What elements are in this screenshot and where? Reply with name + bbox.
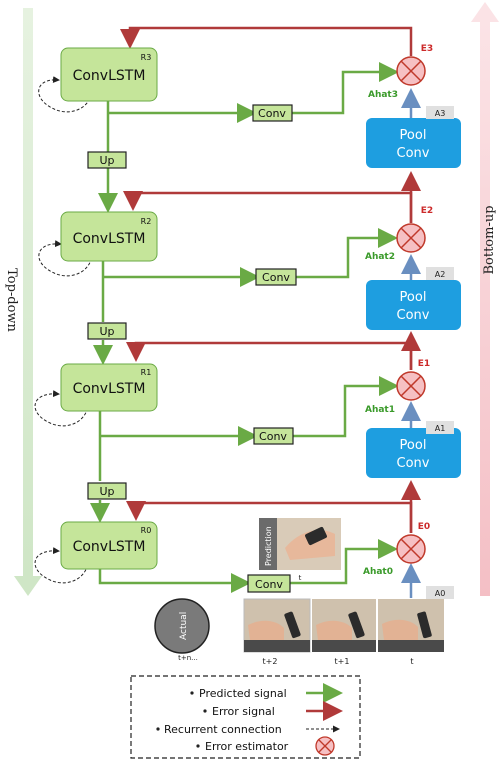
green-lines xyxy=(90,62,399,593)
pool-conv-box-a2: Pool Conv xyxy=(366,280,461,330)
legend-error: Error signal xyxy=(203,701,343,721)
bottom-up-label: Bottom-up xyxy=(482,205,497,274)
error-estimator-icon xyxy=(396,371,426,401)
svg-text:Conv: Conv xyxy=(258,107,286,120)
svg-text:Conv: Conv xyxy=(397,308,430,323)
svg-text:Conv: Conv xyxy=(255,578,283,591)
pool-conv-box-a3: Pool Conv xyxy=(366,118,461,168)
svg-text:Predicted signal: Predicted signal xyxy=(199,687,287,700)
conv-box: Conv xyxy=(252,104,293,122)
up-box: Up xyxy=(87,482,127,500)
error-estimator-icon xyxy=(396,223,426,253)
conv-box: Conv xyxy=(255,268,297,286)
up-box: Up xyxy=(87,322,127,340)
prediction-image: Prediction t xyxy=(259,518,341,582)
frame-t-plus-2 xyxy=(243,598,311,653)
svg-text:A0: A0 xyxy=(435,589,446,598)
legend-recurrent: Recurrent connection xyxy=(156,723,340,736)
convlstm-tag: R1 xyxy=(141,368,152,377)
convlstm-box-r1: ConvLSTM R1 xyxy=(60,363,158,412)
svg-text:A3: A3 xyxy=(435,109,446,118)
convlstm-tag: R2 xyxy=(141,217,152,226)
svg-text:E1: E1 xyxy=(418,359,430,369)
recurrent-loops xyxy=(34,76,93,584)
convlstm-tag: R3 xyxy=(141,53,152,62)
svg-text:Conv: Conv xyxy=(259,430,287,443)
error-labels: E3 E2 E1 E0 xyxy=(418,44,433,532)
svg-text:Ahat0: Ahat0 xyxy=(363,567,393,577)
actual-ellipse: Actual t+n... xyxy=(154,598,210,662)
frame-label: t+1 xyxy=(335,657,350,666)
convlstm-box-r3: ConvLSTM R3 xyxy=(60,47,158,102)
svg-text:Pool: Pool xyxy=(400,438,427,453)
convlstm-tag: R0 xyxy=(141,526,152,535)
convlstm-label: ConvLSTM xyxy=(73,539,146,555)
conv-box: Conv xyxy=(253,427,294,445)
svg-text:Ahat3: Ahat3 xyxy=(368,90,398,100)
svg-text:Conv: Conv xyxy=(262,271,290,284)
svg-text:Pool: Pool xyxy=(400,128,427,143)
up-box: Up xyxy=(87,151,127,169)
convlstm-box-r0: ConvLSTM R0 xyxy=(60,521,158,570)
svg-text:Ahat1: Ahat1 xyxy=(365,405,395,415)
frame-strip: t+2 t+1 t xyxy=(243,598,444,666)
convlstm-label: ConvLSTM xyxy=(73,231,146,247)
frame-label: t xyxy=(410,657,413,666)
frame-label: t+2 xyxy=(263,657,278,666)
svg-text:Conv: Conv xyxy=(397,456,430,471)
svg-text:Prediction: Prediction xyxy=(264,526,273,566)
svg-text:Up: Up xyxy=(99,485,114,498)
pool-conv-box-a1: Pool Conv xyxy=(366,428,461,478)
svg-text:Pool: Pool xyxy=(400,290,427,305)
svg-text:Recurrent connection: Recurrent connection xyxy=(164,723,282,736)
svg-text:A1: A1 xyxy=(435,424,446,433)
top-down-arrow xyxy=(14,8,42,596)
svg-text:Conv: Conv xyxy=(397,146,430,161)
error-estimator-icon xyxy=(315,736,335,756)
svg-text:t+n...: t+n... xyxy=(178,654,198,662)
svg-text:Up: Up xyxy=(99,325,114,338)
top-down-label: Top-down xyxy=(4,268,19,332)
conv-box: Conv xyxy=(247,574,291,593)
svg-text:E0: E0 xyxy=(418,522,430,532)
svg-text:Error estimator: Error estimator xyxy=(205,740,289,753)
svg-text:Error signal: Error signal xyxy=(212,705,275,718)
convlstm-label: ConvLSTM xyxy=(73,68,146,84)
error-estimator-icon xyxy=(396,534,426,564)
svg-text:Actual: Actual xyxy=(179,612,189,640)
convlstm-box-r2: ConvLSTM R2 xyxy=(60,211,158,262)
a-tags: A3 A2 A1 A0 xyxy=(426,106,454,599)
convlstm-label: ConvLSTM xyxy=(73,381,146,397)
legend-predicted: Predicted signal xyxy=(190,683,343,703)
ahat-labels: Ahat3 Ahat2 Ahat1 Ahat0 xyxy=(363,90,398,577)
svg-text:Up: Up xyxy=(99,154,114,167)
legend: Predicted signal Error signal Recurrent … xyxy=(130,675,361,759)
svg-text:Ahat2: Ahat2 xyxy=(365,252,395,262)
error-estimator-icon xyxy=(396,56,426,86)
svg-text:A2: A2 xyxy=(435,270,446,279)
frame-t-plus-1 xyxy=(312,599,376,652)
svg-text:E2: E2 xyxy=(421,206,433,216)
svg-text:E3: E3 xyxy=(421,44,433,54)
legend-estimator: Error estimator xyxy=(196,736,335,756)
frame-t xyxy=(378,599,444,652)
bottom-up-arrow xyxy=(471,2,499,596)
svg-text:t: t xyxy=(299,574,302,582)
